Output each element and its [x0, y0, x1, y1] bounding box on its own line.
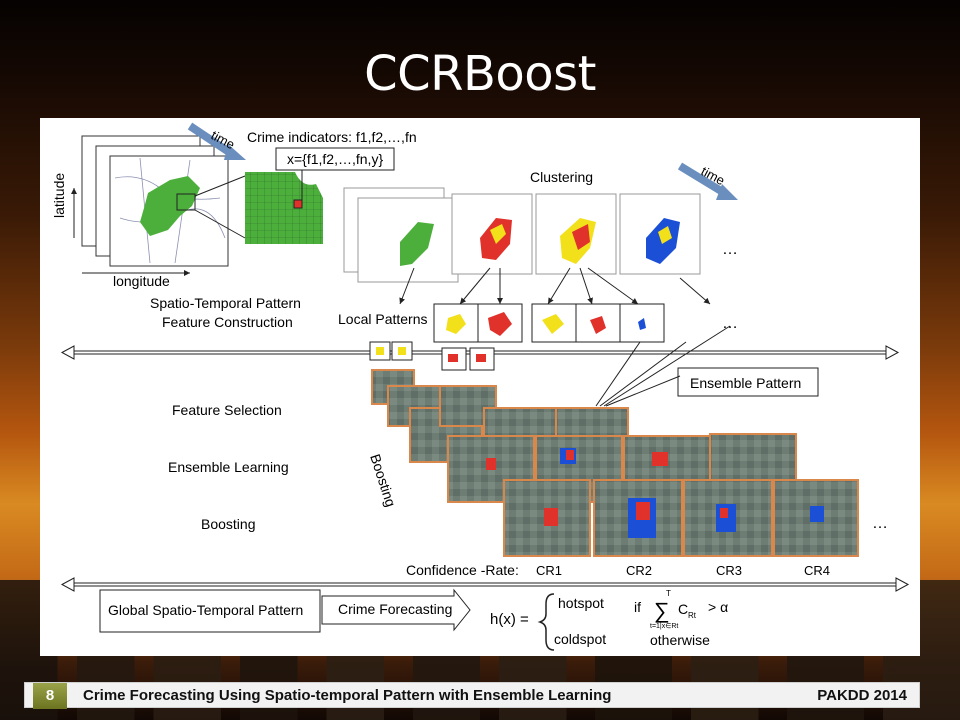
clustering-label: Clustering: [530, 169, 593, 185]
cluster-maps: [343, 187, 701, 283]
diagram-panel: time latitude longitude Crime indicators…: [40, 118, 920, 656]
footer-title: Crime Forecasting Using Spatio-temporal …: [83, 687, 612, 704]
footer-conference: PAKDD 2014: [817, 687, 907, 704]
sum-symbol: ∑: [654, 598, 670, 623]
crime-forecasting-label: Crime Forecasting: [338, 601, 452, 617]
otherwise-label: otherwise: [650, 632, 710, 648]
confidence-rate-label: Confidence -Rate:: [406, 562, 519, 578]
stacked-maps: [81, 135, 229, 267]
hotspot-label: hotspot: [558, 595, 604, 611]
ellipsis-top: …: [722, 241, 738, 258]
ellipsis-bottom: …: [872, 515, 888, 532]
stp-label-line1: Spatio-Temporal Pattern: [150, 295, 301, 311]
selected-pattern-tiles: [369, 341, 495, 371]
cr2-label: CR2: [626, 563, 652, 578]
cr4-label: CR4: [804, 563, 830, 578]
satellite-map-cascade: [371, 369, 859, 557]
ensemble-pattern-box: [677, 367, 819, 397]
boosting-vertical-label: Boosting: [367, 452, 399, 509]
crime-indicators-label: Crime indicators: f1,f2,…,fn: [247, 129, 417, 145]
ellipsis-mid: …: [722, 315, 738, 332]
sum-lower: t=1|x∈Rt: [650, 623, 678, 630]
sum-upper: T: [666, 589, 671, 598]
zoomed-grid-cell: [245, 172, 323, 244]
feature-vector-label: x={f1,f2,…,fn,y}: [287, 151, 383, 167]
longitude-label: longitude: [113, 273, 170, 289]
ccrboost-diagram: time latitude longitude Crime indicators…: [51, 122, 910, 651]
global-pattern-label: Global Spatio-Temporal Pattern: [108, 602, 303, 618]
ensemble-lines: [595, 325, 731, 407]
formula-lhs: h(x) =: [490, 611, 529, 628]
boosting-label: Boosting: [201, 516, 255, 532]
ensemble-learning-label: Ensemble Learning: [168, 459, 289, 475]
if-label: if: [634, 599, 641, 615]
local-patterns-label: Local Patterns: [338, 311, 428, 327]
separator-bottom: [60, 577, 910, 592]
gt-alpha: > α: [708, 599, 728, 615]
formula-brace: [537, 593, 555, 651]
local-pattern-arrows: [399, 267, 711, 305]
feature-selection-label: Feature Selection: [172, 402, 282, 418]
green-hotspot-region: [140, 176, 200, 236]
stp-label-line2: Feature Construction: [162, 314, 293, 330]
slide-title: CCRBoost: [364, 46, 596, 102]
crime-forecasting-arrow: [321, 588, 471, 632]
ensemble-pattern-label: Ensemble Pattern: [690, 375, 801, 391]
local-pattern-tiles: [433, 303, 665, 343]
global-pattern-box: [99, 589, 321, 633]
cr3-label: CR3: [716, 563, 742, 578]
slide-number: 8: [33, 683, 67, 709]
coldspot-label: coldspot: [554, 631, 606, 647]
feature-vector-box: [275, 147, 395, 171]
c-r-label: C: [678, 601, 688, 617]
cr1-label: CR1: [536, 563, 562, 578]
latitude-label: latitude: [51, 173, 67, 218]
slide-footer: 8 Crime Forecasting Using Spatio-tempora…: [24, 682, 920, 709]
c-r-sub: Rt: [688, 611, 697, 620]
